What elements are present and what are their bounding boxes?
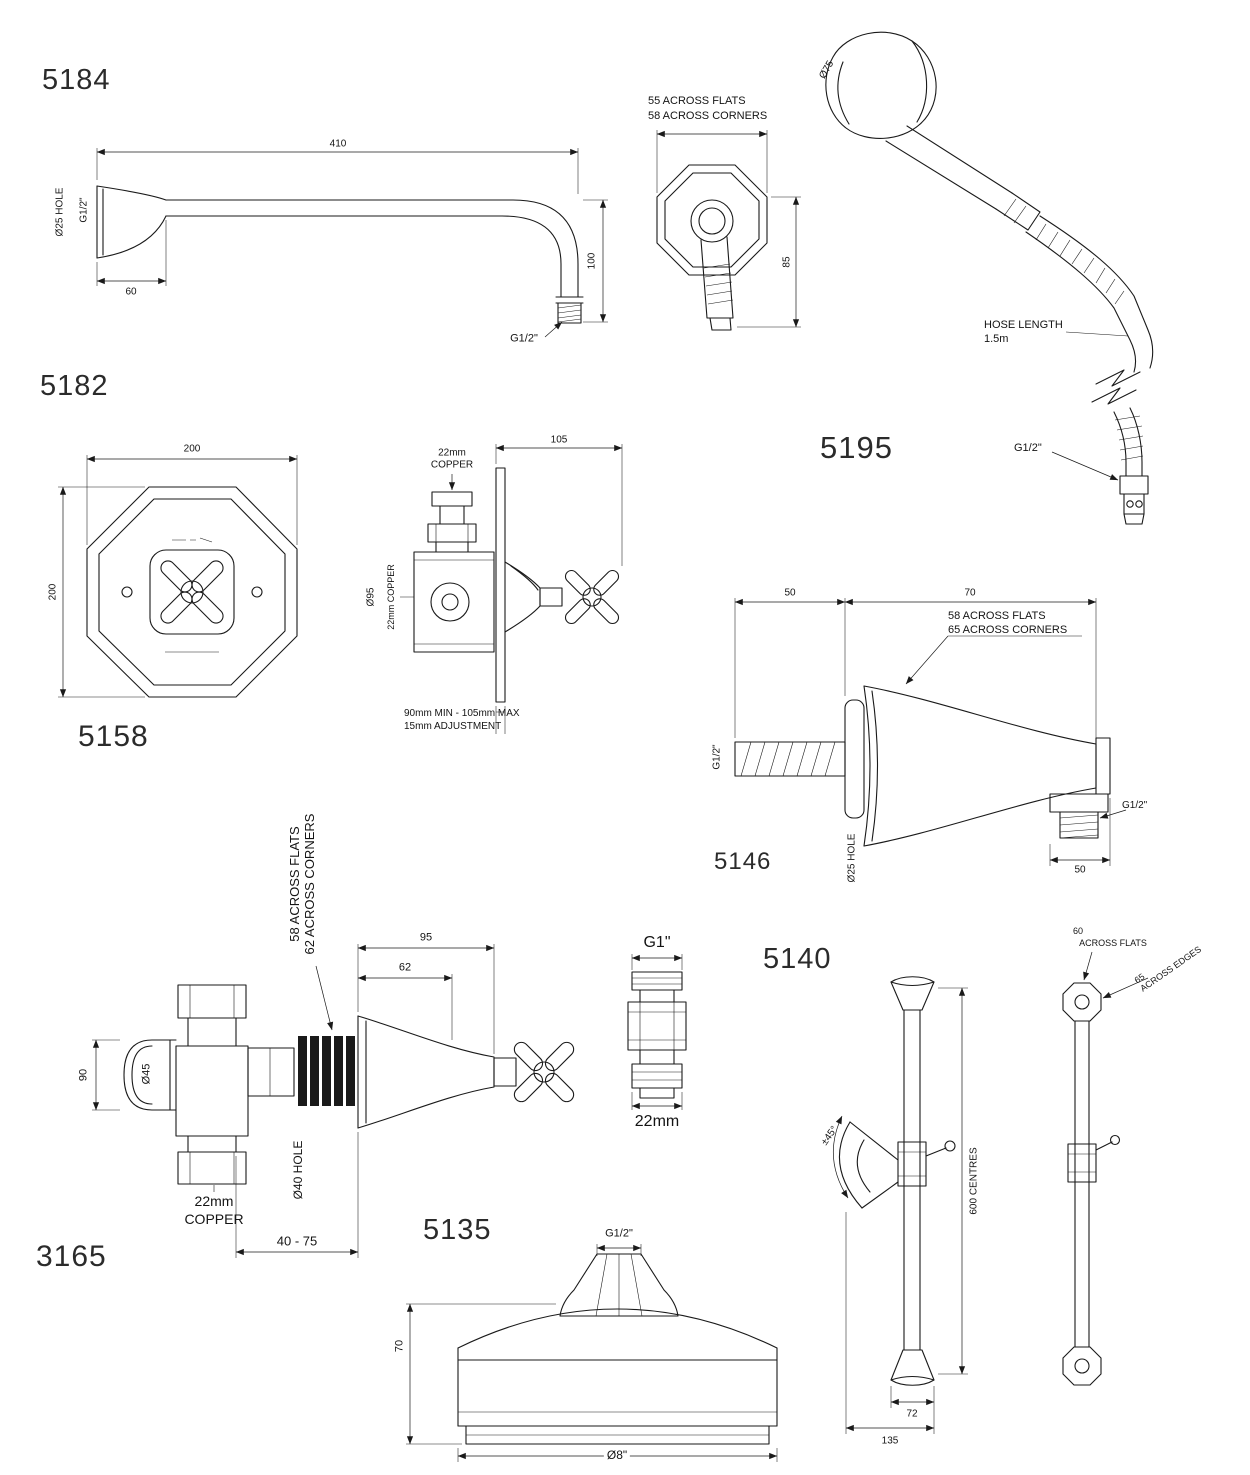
label-wall-thread: G1/2" [78, 197, 90, 223]
label-3165-hole: Ø40 HOLE [291, 1140, 306, 1200]
label-rail-flats-value: 60 [1072, 925, 1084, 936]
dim-rail-72: 72 [906, 1408, 918, 1420]
part-number-5195: 5195 [820, 430, 893, 465]
label-adjustment: 15mm ADJUSTMENT [404, 721, 502, 732]
valve-3165-drawing [92, 944, 575, 1258]
dim-3165-90: 90 [77, 1068, 90, 1082]
dim-flange-height: 85 [781, 256, 793, 268]
label-top-pipe-size: 22mm [438, 447, 466, 459]
adaptor-drawing [627, 954, 687, 1110]
label-3165-across-flats: 58 ACROSS FLATS [287, 826, 303, 942]
rose-5135-drawing [406, 1244, 778, 1462]
label-3165-pipe-material: COPPER [184, 1210, 244, 1227]
label-adaptor-thread: G1" [643, 933, 671, 951]
label-wall-hole: Ø25 HOLE [54, 187, 66, 237]
label-3165-across-corners: 62 ACROSS CORNERS [302, 813, 317, 955]
label-adjustment-range: 90mm MIN - 105mm MAX [404, 708, 520, 719]
dim-3165-adjust: 40 - 75 [276, 1233, 318, 1249]
dim-stem-length: 50 [784, 587, 796, 599]
rail-5140-drawing [833, 951, 1149, 1434]
dim-plate-height: 200 [47, 583, 59, 601]
plate-5182-drawing [58, 455, 298, 698]
part-number-5184: 5184 [42, 64, 111, 96]
dim-flange-width: 60 [125, 286, 137, 298]
label-rose-thread: G1/2" [605, 1227, 633, 1240]
label-hose-thread: G1/2" [1014, 442, 1042, 454]
part-number-5146: 5146 [714, 848, 772, 875]
dim-rail-135: 135 [881, 1435, 899, 1447]
label-outlet-thread-5146: G1/2" [1122, 800, 1148, 811]
label-stem-thread: G1/2" [711, 744, 723, 770]
label-across-corners: 58 ACROSS CORNERS [648, 110, 768, 122]
dim-rose-height: 70 [393, 1339, 406, 1353]
dim-outlet-width: 50 [1074, 864, 1086, 876]
label-rail-flats: ACROSS FLATS [1079, 937, 1147, 948]
dim-cap-diameter: Ø45 [140, 1063, 153, 1085]
part-number-5135: 5135 [423, 1214, 492, 1246]
wall-flange-detail-drawing [656, 130, 801, 331]
dim-3165-95: 95 [419, 931, 433, 944]
outlet-5146-drawing [734, 598, 1127, 866]
label-3165-across-dims: 58 ACROSS FLATS 62 ACROSS CORNERS [287, 813, 318, 955]
label-outlet-across-corners: 65 ACROSS CORNERS [948, 624, 1068, 636]
part-number-3165: 3165 [36, 1240, 107, 1273]
dim-outlet-projection: 70 [964, 587, 976, 599]
label-outlet-thread: G1/2" [510, 332, 538, 345]
dim-body-diameter: Ø95 [365, 587, 377, 607]
dim-3165-62: 62 [398, 961, 412, 974]
dim-arm-drop: 100 [586, 252, 598, 270]
part-number-5158: 5158 [78, 720, 149, 753]
label-across-flats: 55 ACROSS FLATS [648, 95, 746, 107]
part-number-5182: 5182 [40, 370, 109, 402]
label-outlet-hole: Ø25 HOLE [846, 833, 858, 883]
label-top-pipe-material: COPPER [430, 459, 474, 471]
label-adaptor-pipe: 22mm [634, 1112, 680, 1130]
dim-arm-length: 410 [329, 138, 347, 150]
handset-5195-drawing [825, 31, 1154, 525]
dim-plate-width: 200 [183, 443, 201, 455]
label-3165-pipe-size: 22mm [194, 1192, 234, 1209]
dim-valve-projection: 105 [550, 434, 568, 446]
label-hose-length: HOSE LENGTH [984, 319, 1063, 331]
part-number-5140: 5140 [763, 943, 832, 975]
dim-rose-diameter: Ø8" [603, 1448, 631, 1463]
shower-arm-5184-drawing [96, 148, 608, 338]
label-hose-length-value: 1.5m [984, 333, 1009, 345]
valve-5158-drawing [400, 444, 623, 734]
label-outlet-across-flats: 58 ACROSS FLATS [948, 610, 1046, 622]
label-side-pipe: 22mm COPPER [385, 564, 396, 630]
dim-rail-centres: 600 CENTRES [968, 1147, 980, 1215]
